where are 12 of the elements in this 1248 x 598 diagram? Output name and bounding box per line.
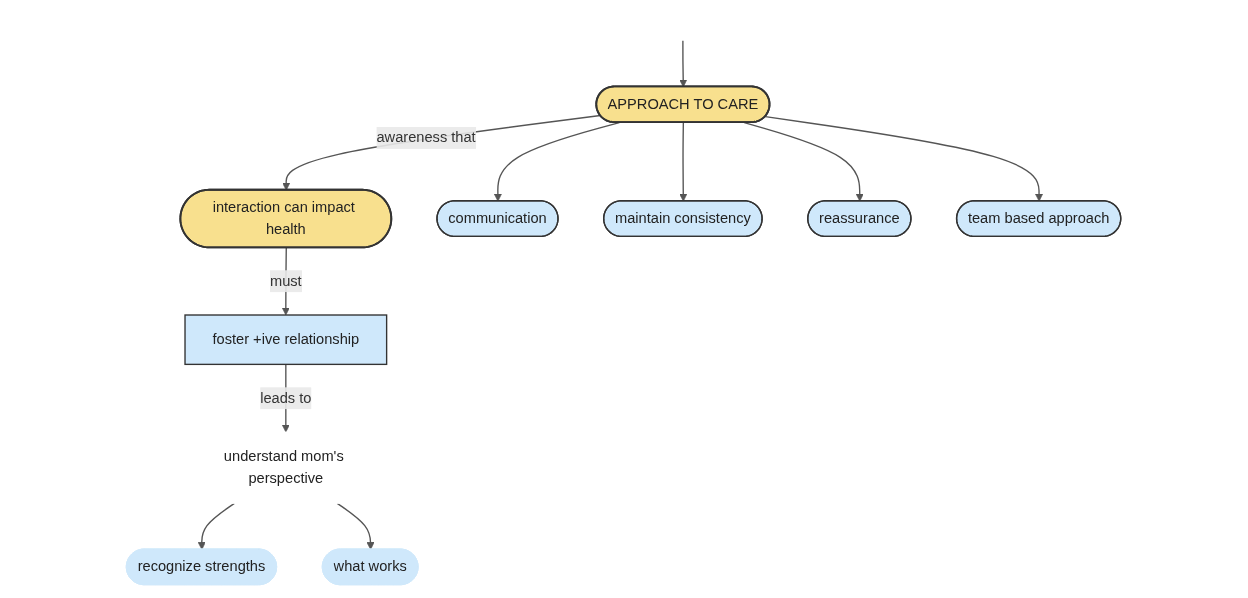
edge-label: leads to [260, 389, 312, 406]
node-box: foster +ive relationship [184, 314, 388, 366]
arrow [198, 502, 236, 550]
arrow [679, 40, 688, 88]
edge-label: must [270, 272, 303, 289]
edge-label: awareness that [376, 129, 477, 146]
arrow [679, 121, 688, 202]
arrow [282, 114, 602, 191]
arrow [765, 115, 1044, 202]
node-text: understand mom's perspective [224, 448, 345, 486]
arrow [744, 121, 865, 202]
arrow [337, 502, 375, 550]
